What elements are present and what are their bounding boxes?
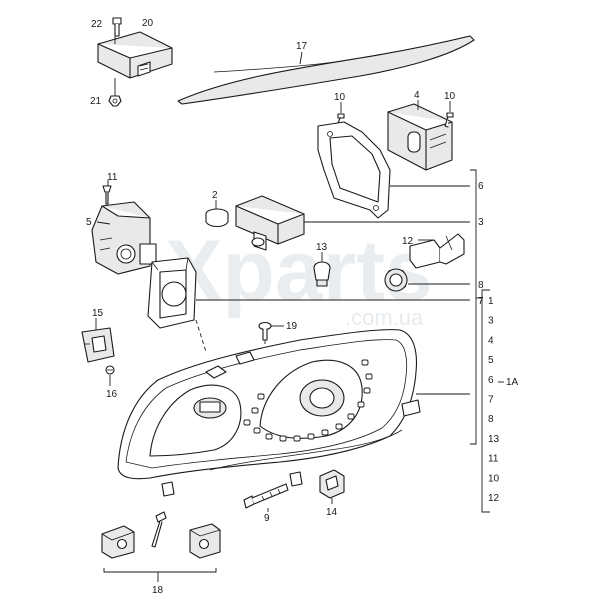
part-13-bulb[interactable]: [313, 261, 331, 287]
part-19-screw[interactable]: [258, 321, 272, 341]
assembly-item: 3: [488, 316, 494, 327]
callout-16: 16: [106, 389, 118, 400]
part-20-control-unit[interactable]: [97, 31, 173, 79]
part-21-nut[interactable]: [108, 95, 122, 107]
callout-18: 18: [152, 585, 164, 596]
callout-21: 21: [90, 96, 102, 107]
callout-2: 2: [212, 190, 218, 201]
callout-19: 19: [286, 321, 298, 332]
assembly-bracket-main: [470, 169, 477, 445]
assembly-bracket-list: [481, 289, 490, 513]
callout-22: 22: [91, 19, 103, 30]
assembly-item: 11: [488, 454, 499, 465]
part-17-trim-strip[interactable]: [177, 35, 475, 105]
part-9-bolt[interactable]: [243, 483, 289, 509]
callout-10-right: 10: [444, 91, 456, 102]
part-8-retaining-ring[interactable]: [384, 268, 408, 292]
assembly-item: 7: [488, 395, 494, 406]
part-4-ballast[interactable]: [387, 103, 453, 171]
callout-15: 15: [92, 308, 104, 319]
assembly-item: 10: [488, 473, 500, 484]
part-7-cover[interactable]: [147, 257, 197, 329]
part-12-xenon-bulb[interactable]: [409, 233, 465, 269]
part-6-bracket[interactable]: [317, 121, 391, 219]
assembly-item: 1: [488, 296, 494, 307]
part-10-screw-right[interactable]: [444, 112, 454, 128]
assembly-item: 8: [488, 414, 494, 425]
assembly-item: 6: [488, 375, 494, 386]
callout-13: 13: [316, 242, 328, 253]
callout-6: 6: [478, 181, 484, 192]
callout-10-left: 10: [334, 92, 346, 103]
part-18-repair-bracket-right[interactable]: [189, 523, 221, 559]
part-2-cap[interactable]: [205, 208, 229, 228]
part-18-repair-bracket-left[interactable]: [101, 525, 135, 559]
assembly-item: 4: [488, 335, 494, 346]
part-16-screw[interactable]: [105, 365, 115, 375]
assembly-label: 1A: [506, 377, 519, 388]
callout-11: 11: [107, 172, 118, 183]
part-14-clip[interactable]: [319, 469, 345, 499]
callout-3: 3: [478, 217, 484, 228]
part-15-bracket[interactable]: [81, 327, 115, 363]
callout-17: 17: [296, 41, 308, 52]
assembly-item: 13: [488, 434, 500, 445]
assembly-item: 12: [488, 493, 500, 504]
assembly-item: 5: [488, 355, 494, 366]
part-3-motor[interactable]: [235, 195, 305, 251]
part-22-screw[interactable]: [112, 17, 122, 37]
watermark-domain: .com.ua: [345, 305, 424, 330]
part-1-headlight-housing[interactable]: [117, 329, 421, 497]
watermark-brand: Xparts: [165, 223, 433, 319]
led-strip: [243, 359, 373, 442]
callout-5: 5: [86, 217, 92, 228]
callout-7: 7: [478, 296, 484, 307]
callout-20: 20: [142, 18, 154, 29]
part-5-leveling-module[interactable]: [91, 201, 157, 275]
part-18-repair-screw[interactable]: [151, 511, 167, 548]
callout-4: 4: [414, 90, 420, 101]
callout-14: 14: [326, 507, 338, 518]
callout-12: 12: [402, 236, 414, 247]
callout-9: 9: [264, 513, 270, 524]
part-11-screw[interactable]: [102, 185, 112, 205]
callout-8: 8: [478, 280, 484, 291]
